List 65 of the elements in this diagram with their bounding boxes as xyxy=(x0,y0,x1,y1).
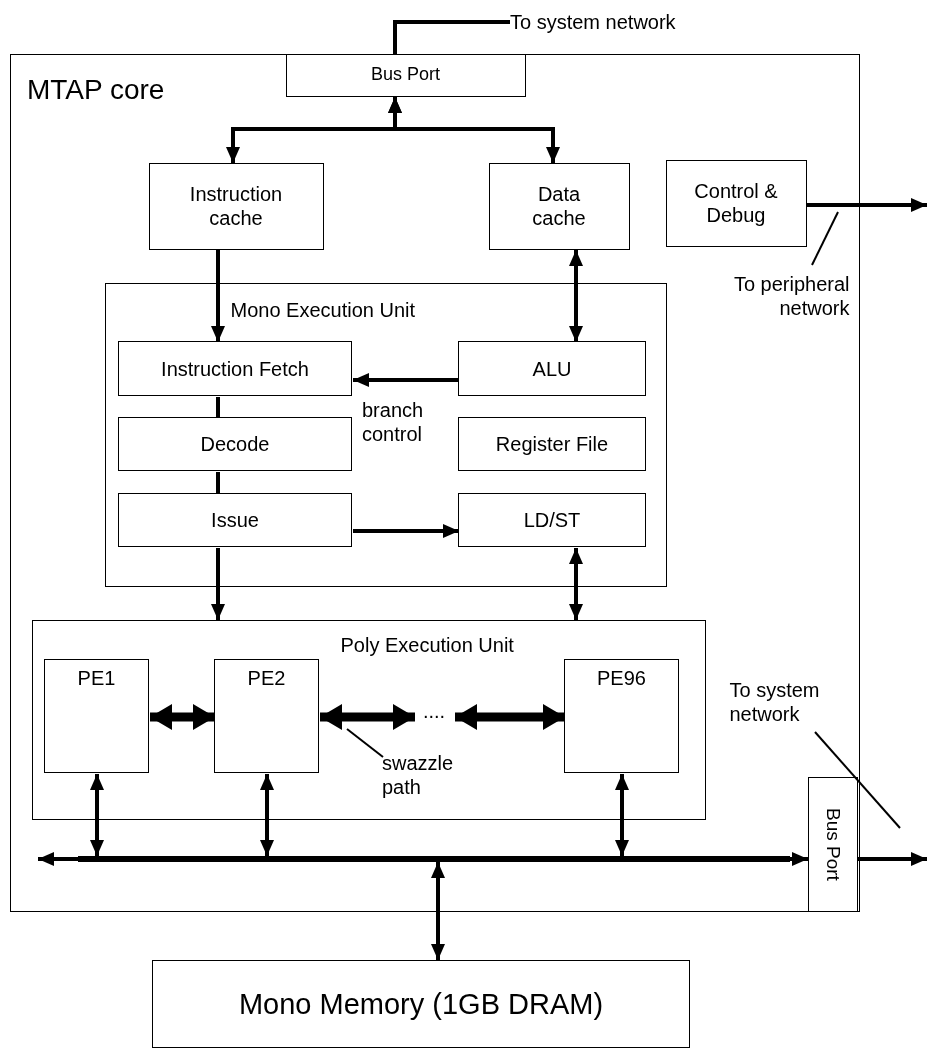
block-box xyxy=(458,341,646,396)
block-box xyxy=(118,417,352,471)
arrow xyxy=(858,852,927,866)
block-label: PE1 xyxy=(77,666,116,690)
arrow xyxy=(431,862,445,960)
arrow xyxy=(353,524,459,538)
block-box xyxy=(148,162,324,250)
block-label: Mono Memory (1GB DRAM) xyxy=(238,986,604,1022)
unit-box xyxy=(104,282,667,587)
block-label: PE2 xyxy=(247,666,286,690)
arrow xyxy=(615,774,629,856)
leader-line xyxy=(346,728,384,758)
arrow xyxy=(790,852,808,866)
block-label: PE96 xyxy=(597,666,646,690)
block-box xyxy=(665,159,807,247)
block-box xyxy=(44,659,149,773)
block-box xyxy=(458,493,646,547)
note-text: To peripheral network xyxy=(689,264,850,327)
block-box xyxy=(152,960,690,1048)
block-label: Register File xyxy=(495,432,609,456)
block-box xyxy=(214,659,319,773)
arrow xyxy=(353,373,459,387)
arrow xyxy=(150,704,215,730)
arrow xyxy=(211,548,225,620)
arrow xyxy=(211,250,225,342)
block-label: Data cache xyxy=(531,182,587,230)
block-label: MTAP core xyxy=(27,73,165,107)
unit-box xyxy=(10,54,860,912)
connector-line xyxy=(393,20,510,54)
arrow xyxy=(569,548,583,620)
unit-box xyxy=(31,619,706,820)
arrow xyxy=(90,774,104,856)
block-label: ALU xyxy=(532,356,572,381)
note-text: swazzle path xyxy=(382,747,462,802)
note-text: To system network xyxy=(729,671,835,732)
arrow xyxy=(455,704,565,730)
block-label: Instruction cache xyxy=(188,182,284,230)
note-text: .... xyxy=(414,699,454,723)
block-label: Mono Execution Unit xyxy=(230,297,416,322)
arrow xyxy=(807,198,927,212)
block-box xyxy=(118,493,352,547)
block-label: Control & Debug xyxy=(693,179,779,227)
block-label: Issue xyxy=(211,508,259,532)
arrow xyxy=(38,852,78,866)
leader-line xyxy=(811,211,839,266)
block-box xyxy=(807,776,858,912)
block-box xyxy=(285,53,526,97)
block-box xyxy=(564,659,679,773)
block-label: Poly Execution Unit xyxy=(340,632,514,657)
block-label: Decode xyxy=(200,432,270,456)
connector-line xyxy=(216,472,220,494)
arrow xyxy=(260,774,274,856)
connector-line xyxy=(216,397,220,418)
block-box xyxy=(488,162,630,250)
leader-line xyxy=(814,731,901,829)
block-box xyxy=(118,341,352,396)
block-label: Bus Port xyxy=(821,807,844,881)
arrow xyxy=(388,97,560,163)
block-label: LD/ST xyxy=(523,508,581,532)
block-box xyxy=(458,417,646,471)
note-text: To system network xyxy=(510,7,750,37)
block-label: Bus Port xyxy=(371,64,440,86)
arrow xyxy=(569,250,583,342)
arrow xyxy=(320,704,415,730)
block-label: Instruction Fetch xyxy=(161,356,309,381)
